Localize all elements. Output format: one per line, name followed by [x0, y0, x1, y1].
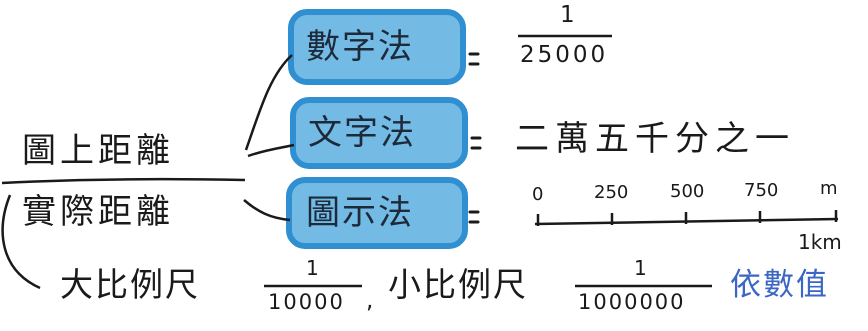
scale-tick-500: 500 — [670, 181, 705, 202]
small-scale-numerator: 1 — [634, 256, 647, 280]
scale-tick-250: 250 — [594, 182, 629, 203]
large-scale-numerator: 1 — [306, 256, 319, 280]
numeric-ratio-denominator: 25000 — [520, 42, 609, 68]
connector-numeric — [244, 54, 293, 151]
footer-separator: , — [366, 288, 374, 314]
large-scale-label: 大比例尺 — [60, 265, 200, 304]
scale-length-label: 1km — [798, 230, 842, 254]
graphic-method-label: 圖示法 — [306, 193, 414, 233]
scale-unit: m — [820, 178, 838, 199]
main-fraction-line — [1, 177, 246, 185]
small-scale-denominator: 1000000 — [578, 290, 686, 314]
connector-text — [247, 143, 295, 158]
map-distance-label: 圖上距離 — [22, 131, 174, 171]
highlight-box-text — [290, 97, 468, 169]
text-method-label: 文字法 — [308, 113, 416, 153]
equals-marks — [468, 52, 482, 224]
connector-graphic — [243, 199, 291, 222]
actual-distance-label: 實際距離 — [22, 192, 174, 232]
small-scale-label: 小比例尺 — [388, 265, 528, 304]
numeric-method-label: 數字法 — [306, 27, 414, 67]
highlight-box-numeric — [288, 9, 466, 85]
highlight-box-graphic — [286, 177, 468, 249]
left-bracket-curve — [1, 194, 41, 290]
numeric-ratio-numerator: 1 — [560, 2, 575, 28]
large-scale-denominator: 10000 — [268, 290, 345, 314]
scale-tick-0: 0 — [532, 184, 544, 205]
scale-bar — [534, 210, 839, 226]
scale-tick-750: 750 — [744, 180, 779, 201]
by-value-note: 依數值 — [730, 267, 829, 303]
text-method-value: 二萬五千分之一 — [515, 119, 795, 159]
